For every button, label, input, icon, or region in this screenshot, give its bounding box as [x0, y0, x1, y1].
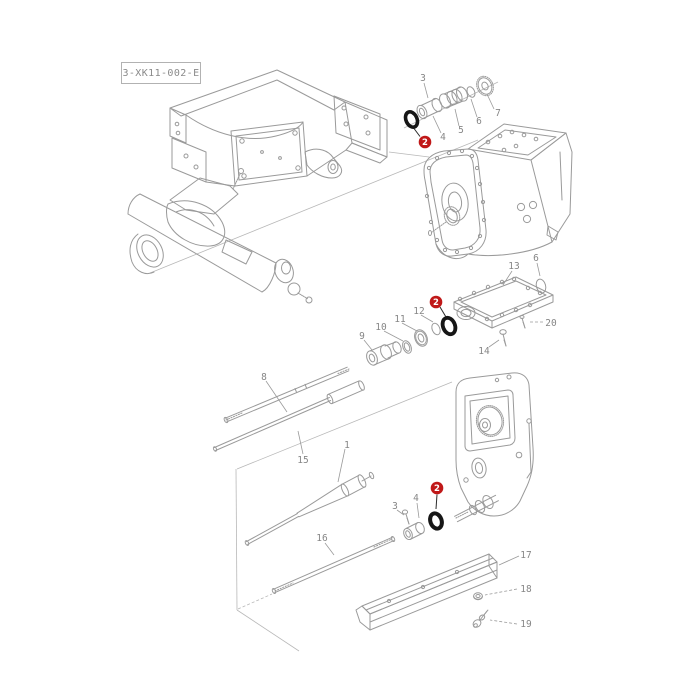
bolt-20 [519, 315, 526, 329]
ring-6 [466, 86, 476, 98]
output-shaft-stub [428, 206, 461, 236]
transmission-housing-bottom [454, 372, 534, 523]
o-ring-6-gasket [535, 278, 547, 294]
tie-rod-16 [271, 536, 396, 594]
support-frame-casting [169, 69, 388, 187]
front-axle-housing [127, 168, 313, 304]
part-label: 7 [495, 108, 501, 119]
bushing-3 [416, 97, 443, 120]
bushing-9 [366, 341, 402, 366]
part-label: 10 [375, 322, 387, 333]
part-label: 11 [394, 314, 406, 325]
part-label: 3 [420, 73, 426, 84]
part-label: 6 [476, 116, 482, 127]
shaft-8 [223, 366, 350, 424]
coupler-5 [439, 86, 468, 109]
o-ring-bottom [428, 511, 444, 531]
ring-10 [402, 340, 412, 354]
transmission-housing-top [423, 123, 573, 260]
part-label: 5 [458, 125, 464, 136]
part-label: 18 [520, 584, 532, 595]
part-label: 16 [316, 533, 328, 544]
drawing-code: 3-XK11-002-E [122, 67, 200, 79]
part-label: 19 [520, 619, 532, 630]
gear-7 [476, 75, 494, 97]
part-label: 17 [520, 550, 531, 561]
svg-text:2: 2 [434, 484, 440, 494]
mounting-bracket-17 [355, 553, 498, 631]
o-ring-top [403, 110, 420, 129]
selected-part-badge[interactable]: 2 [429, 295, 443, 309]
part-label: 4 [440, 132, 446, 143]
ring-12 [431, 322, 441, 336]
highlight-badges: 2 2 2 [413, 128, 447, 510]
part-label: 6 [533, 253, 539, 264]
cover-plate-13 [453, 276, 554, 329]
svg-text:2: 2 [433, 298, 439, 308]
lever-shaft-1 [244, 471, 375, 546]
selected-part-badge[interactable]: 2 [418, 135, 432, 149]
gear-cluster [475, 405, 505, 437]
part-label: 1 [344, 440, 350, 451]
part-label: 4 [413, 493, 419, 504]
svg-text:2: 2 [422, 138, 428, 148]
part-label: 13 [508, 261, 519, 272]
part-label: 14 [478, 346, 490, 357]
construction-lines [149, 81, 499, 652]
input-shaft-parts-top [403, 75, 494, 129]
part-label: 3 [392, 501, 398, 512]
bushing-4-bottom [403, 521, 425, 541]
splined-output-shaft [454, 494, 499, 523]
part-label: 20 [545, 318, 557, 329]
drawing-code-box: 3-XK11-002-E [121, 62, 201, 84]
washer-18 [473, 592, 483, 601]
part-label: 8 [261, 372, 267, 383]
selected-part-badge[interactable]: 2 [430, 481, 444, 495]
part-label: 15 [297, 455, 308, 466]
flange-bolt-holes [424, 148, 487, 255]
label-leader-lines [265, 82, 543, 625]
bolt-3-bottom [401, 509, 410, 525]
bolt-19 [472, 609, 489, 628]
bearing-11 [414, 329, 428, 347]
bolt-14 [499, 329, 507, 347]
part-label: 9 [359, 331, 365, 342]
o-ring-middle [440, 315, 458, 337]
bearing-parts-middle [366, 315, 458, 366]
shaft-15 [212, 380, 365, 452]
part-label: 12 [413, 306, 424, 317]
part-labels: 3 4 5 6 7 13 6 20 14 9 10 11 12 8 15 1 1… [261, 73, 557, 630]
